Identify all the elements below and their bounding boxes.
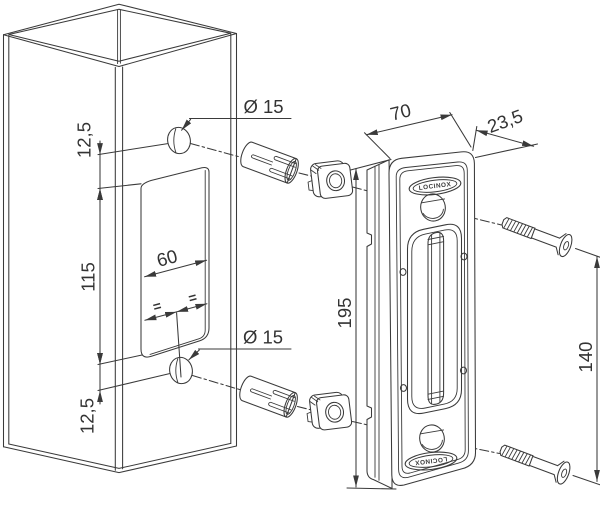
- housing-side-wall-lines: [374, 163, 380, 481]
- logo-badge-bottom: LOCINOX: [404, 451, 458, 471]
- dim-hole-diameter-top: Ø 15: [181, 96, 292, 131]
- bushing-top: [240, 141, 299, 184]
- housing-back-plate: [366, 159, 393, 490]
- post-bottom-edge: [2, 442, 238, 474]
- housing-pilot-holes: [399, 252, 468, 392]
- equal-mark-left: =: [151, 297, 163, 315]
- insert-bottom: [306, 391, 353, 431]
- handle-recess: [406, 223, 463, 415]
- post-inner-corner: [117, 9, 121, 65]
- post-cutout-depth: [149, 170, 206, 355]
- post-top-face-inner: [8, 8, 232, 62]
- screw-top: [501, 217, 573, 258]
- dim-cutout-width: 60: [144, 245, 208, 278]
- handle-grip: [427, 231, 445, 405]
- dim-text-housing-width: 70: [388, 99, 413, 124]
- dim-text-housing-height: 195: [334, 298, 355, 329]
- post-left-edge: [2, 34, 10, 448]
- insert-top: [307, 160, 354, 199]
- dim-hole-offset-bottom: 12,5: [77, 350, 171, 434]
- square-post: [2, 3, 238, 474]
- dim-cutout-height: 115: [78, 187, 143, 366]
- dim-hole-offset-top: 12,5: [74, 122, 169, 203]
- dim-text-hole-offset-bottom: 12,5: [77, 398, 98, 434]
- logo-text-bottom: LOCINOX: [414, 455, 447, 466]
- dim-text-housing-depth: 23,5: [484, 105, 525, 137]
- equal-mark-right: =: [186, 289, 198, 307]
- post-hole-bottom: [169, 356, 193, 385]
- post-front-corner: [114, 66, 124, 471]
- screw-bottom: [499, 444, 571, 485]
- housing-face-chamfer-outer: [395, 161, 469, 479]
- post-cutout: [140, 167, 210, 358]
- housing-face-chamfer-inner: [399, 165, 466, 474]
- dim-text-hole-diameter-bottom: Ø 15: [243, 327, 283, 348]
- dim-equal-spacing: = =: [144, 289, 208, 378]
- housing-front-face: [388, 151, 477, 486]
- dim-text-cutout-width: 60: [154, 245, 179, 271]
- dim-housing-height: 195: [334, 158, 397, 490]
- dim-hole-diameter-bottom: Ø 15: [188, 327, 292, 361]
- lock-housing: LOCINOX: [366, 151, 477, 490]
- bushing-bottom: [239, 375, 298, 418]
- dim-housing-width: 70: [363, 99, 472, 160]
- dim-text-cutout-height: 115: [78, 262, 99, 292]
- dim-text-hole-offset-top: 12,5: [74, 122, 95, 158]
- dim-text-fixing-distance: 140: [575, 342, 596, 373]
- dim-fixing-distance: 140: [572, 247, 600, 486]
- post-hole-top: [167, 126, 191, 155]
- logo-text-top: LOCINOX: [418, 181, 451, 192]
- post-right-edge: [230, 32, 238, 447]
- dim-housing-depth: 23,5: [472, 105, 539, 159]
- dim-text-hole-diameter-top: Ø 15: [243, 96, 283, 117]
- housing-hole-top: [420, 193, 446, 222]
